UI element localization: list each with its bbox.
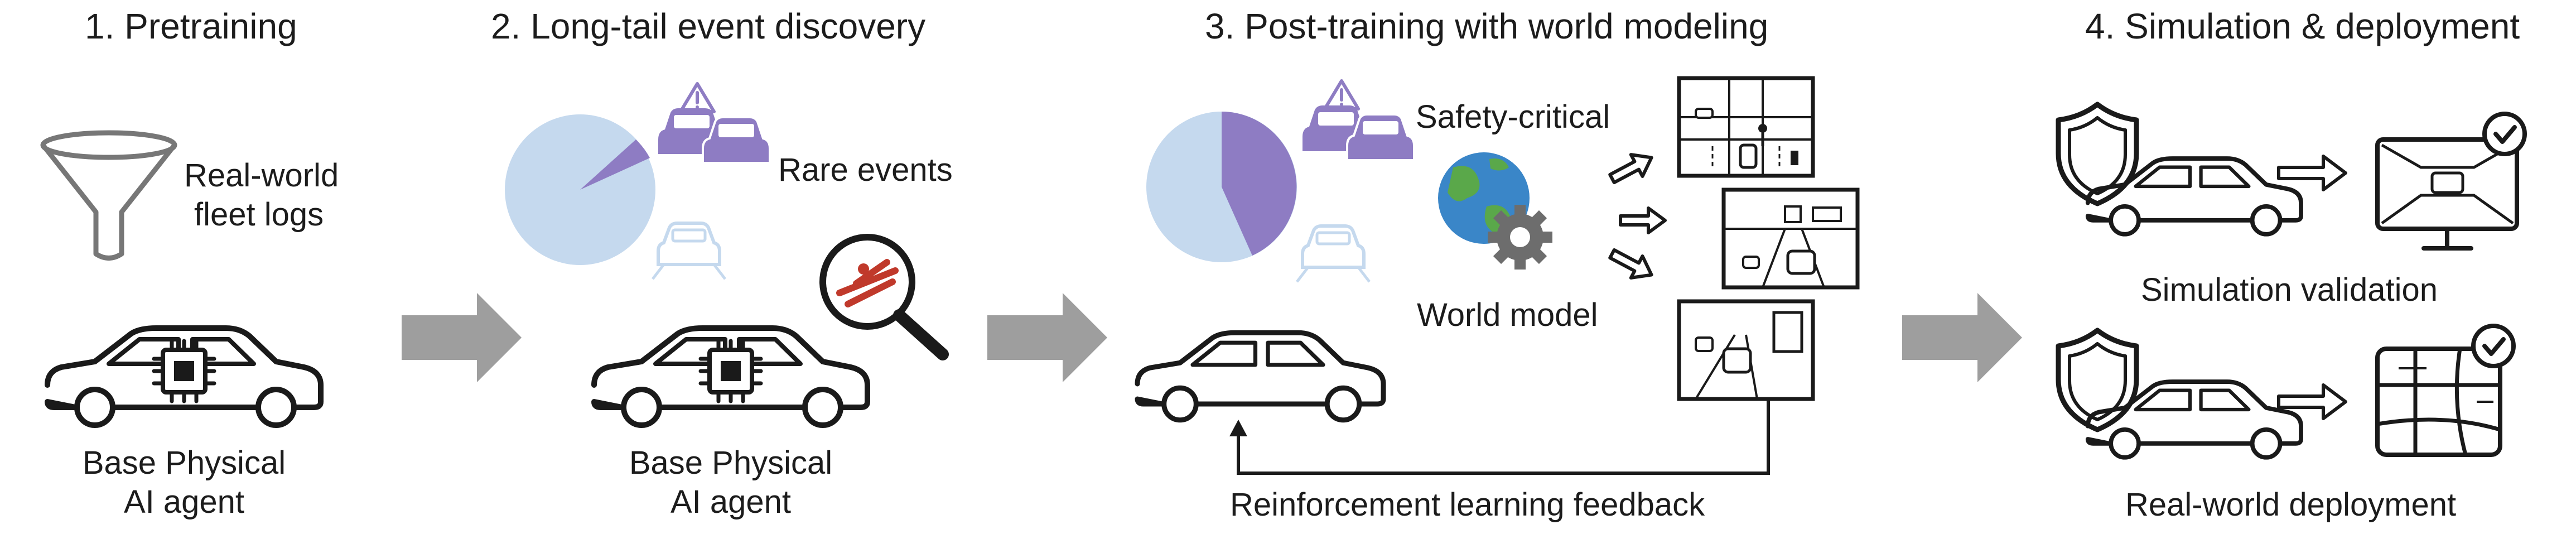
agent-label-line-2: AI agent	[670, 484, 792, 520]
safety-critical-label: Safety-critical	[1416, 99, 1610, 135]
stage-2-title: 2. Long-tail event discovery	[491, 6, 926, 46]
flow-arrow-2	[987, 293, 1107, 382]
deploy-arrow-sim	[2277, 155, 2347, 191]
fleet-logs-line-1: Real-world	[184, 157, 339, 194]
stage-2-agent-label: Base Physical AI agent	[602, 444, 859, 522]
monitor-icon	[2375, 114, 2525, 251]
event-pie-chart	[505, 114, 655, 265]
fleet-logs-line-2: fleet logs	[194, 196, 324, 233]
deploy-arrow-real	[2277, 383, 2347, 420]
rl-feedback-loop	[1237, 399, 1770, 475]
stage-3-title: 3. Post-training with world modeling	[1205, 6, 1769, 46]
agent-label-line-1: Base Physical	[82, 445, 286, 481]
common-car-icon	[653, 223, 725, 279]
stage-1-agent-label: Base Physical AI agent	[56, 444, 312, 522]
stage-1-title: 1. Pretraining	[85, 6, 297, 46]
stage-4-title: 4. Simulation & deployment	[2085, 6, 2520, 46]
world-model-arrow-3	[1607, 243, 1657, 286]
scenario-panel-truck	[1677, 299, 1815, 401]
event-pie-chart-balanced	[1146, 112, 1297, 262]
car-chip-icon	[594, 328, 867, 425]
car-chip-icon	[47, 328, 321, 425]
world-model-arrow-2	[1620, 208, 1665, 233]
rare-events-label: Rare events	[778, 152, 953, 188]
world-model-arrow-1	[1607, 147, 1657, 189]
fleet-logs-label: Real-world fleet logs	[184, 156, 351, 234]
car-outline-icon	[1137, 333, 1383, 420]
funnel-icon	[40, 130, 177, 261]
magnifier-icon	[819, 234, 949, 360]
shield-car-icon	[2058, 104, 2301, 234]
scenario-panel-highway	[1721, 187, 1860, 290]
agent-label-line-2: AI agent	[123, 484, 245, 520]
agent-label-line-1: Base Physical	[629, 445, 833, 481]
world-model-label: World model	[1417, 297, 1598, 333]
rare-cars-icon	[658, 84, 770, 163]
simulation-validation-label: Simulation validation	[2141, 272, 2438, 308]
rl-feedback-label: Reinforcement learning feedback	[1230, 487, 1705, 523]
common-car-icon	[1297, 226, 1369, 282]
real-world-deployment-label: Real-world deployment	[2125, 487, 2457, 523]
scenario-panel-intersection	[1677, 76, 1815, 178]
map-icon	[2375, 326, 2514, 457]
rare-cars-icon	[1303, 81, 1414, 160]
shield-car-icon	[2058, 330, 2301, 458]
globe-gear-icon	[1438, 152, 1552, 270]
flow-arrow-1	[402, 293, 522, 382]
flow-arrow-3	[1902, 293, 2022, 382]
